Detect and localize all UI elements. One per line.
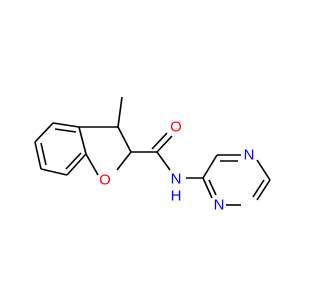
carbonyl-bond xyxy=(156,135,173,153)
bond xyxy=(156,151,171,171)
amide-hydrogen-label: H xyxy=(171,188,182,205)
amide-nitrogen-label: N xyxy=(171,171,182,188)
double-bond-inner xyxy=(40,142,47,166)
bond xyxy=(78,126,87,155)
chemical-structure-diagram: O O N H N N xyxy=(34,96,271,214)
benzene-ring xyxy=(34,122,87,176)
double-bond-inner xyxy=(54,128,77,133)
dihydrofuran-ring xyxy=(79,126,132,176)
bond xyxy=(256,159,271,181)
double-bond-inner xyxy=(208,179,217,196)
bond xyxy=(52,122,80,128)
bond xyxy=(202,177,213,199)
pyrazine-nitrogen-label: N xyxy=(244,147,255,164)
double-bond-inner xyxy=(252,179,265,198)
bond xyxy=(40,168,68,176)
double-bond-inner xyxy=(65,152,82,170)
bond xyxy=(85,153,99,176)
bond xyxy=(116,151,132,171)
pyrazine-nitrogen-label: N xyxy=(214,197,225,214)
carbonyl-double-bond xyxy=(151,132,168,150)
bond xyxy=(66,153,87,176)
amide-group xyxy=(131,132,203,179)
pyrazine-ring xyxy=(202,154,271,206)
bond xyxy=(34,141,42,170)
carbonyl-oxygen-label: O xyxy=(170,119,182,136)
bond xyxy=(34,122,54,143)
bond xyxy=(117,126,132,153)
methyl-bond xyxy=(117,96,123,128)
ring-oxygen-label: O xyxy=(99,172,111,189)
bond xyxy=(202,154,218,179)
bond xyxy=(256,179,271,201)
